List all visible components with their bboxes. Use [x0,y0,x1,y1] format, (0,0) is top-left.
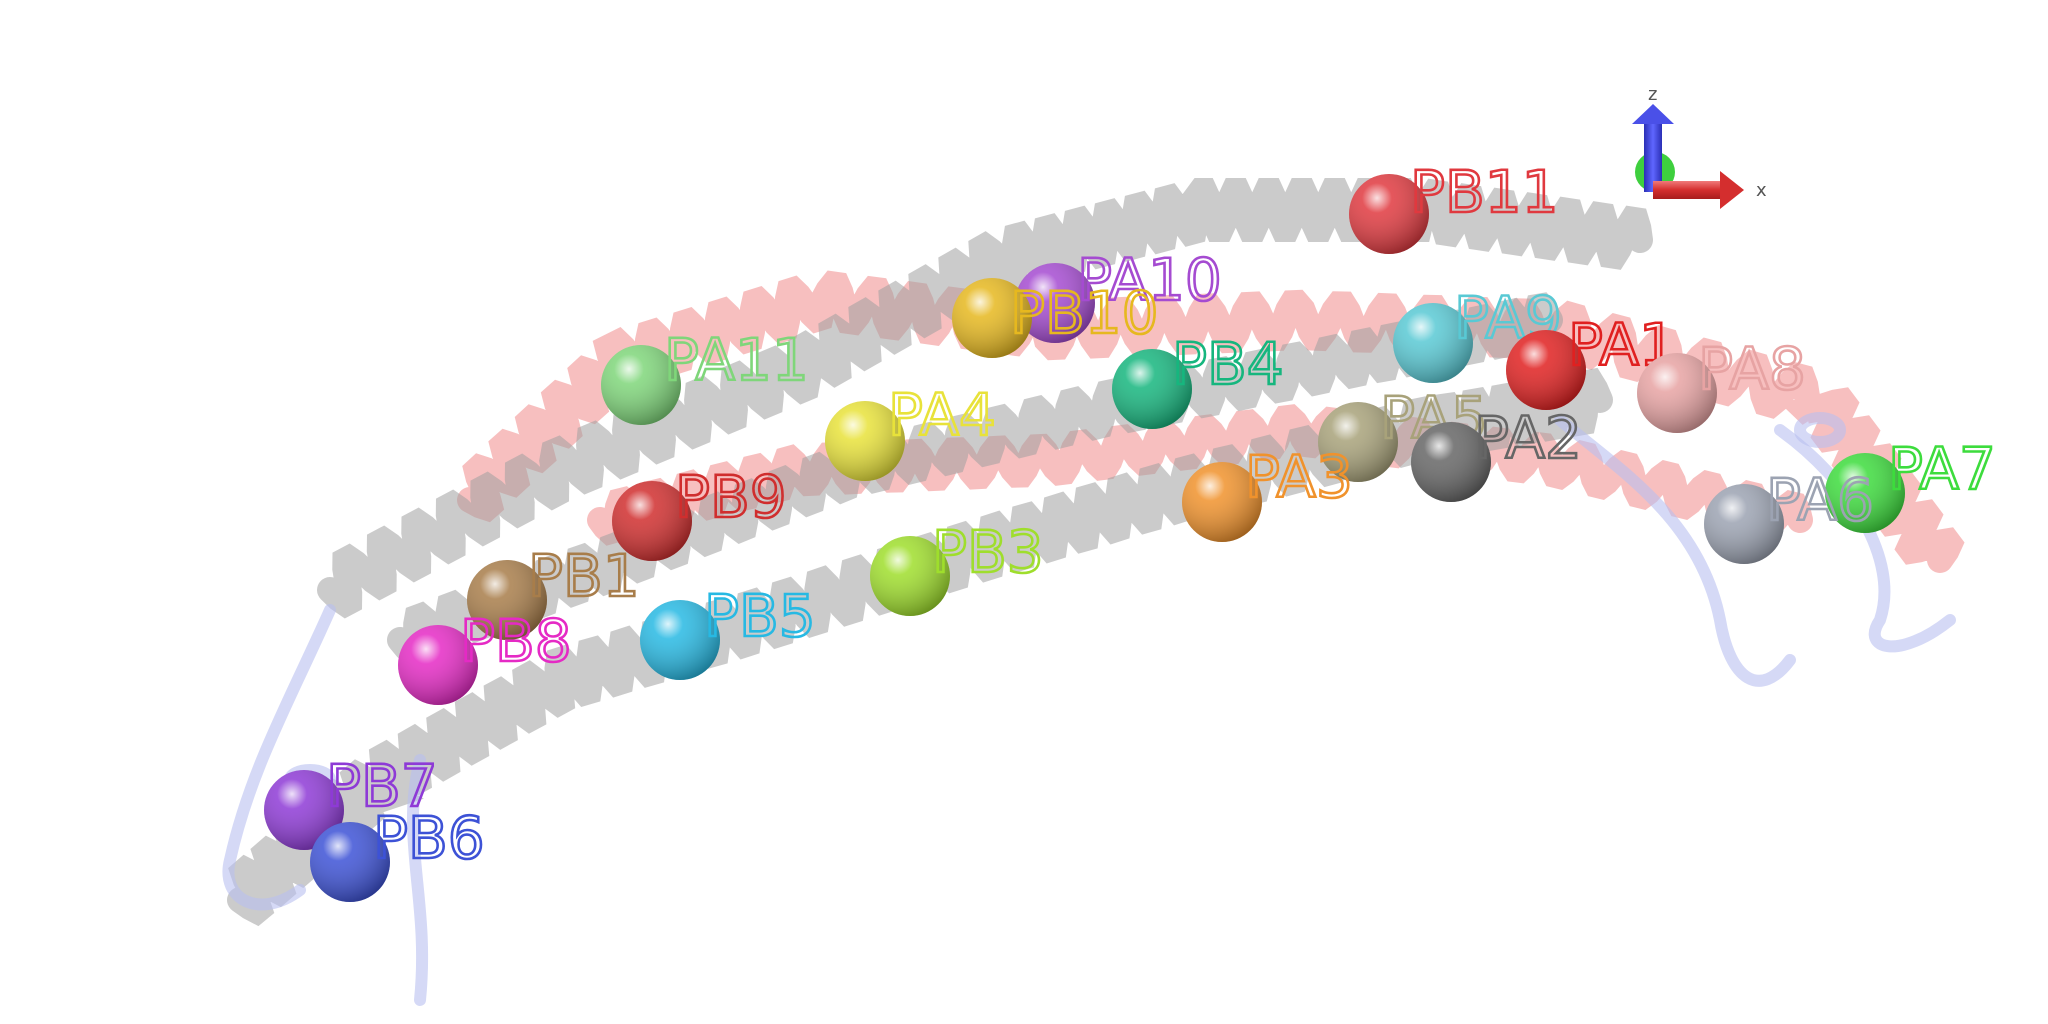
bead-shading [1637,353,1717,433]
bead-label: PA3 [1245,443,1353,511]
bead-pb11[interactable]: PB11 [1349,157,1560,254]
bead-label: PB8 [460,607,572,675]
red-helix-coil [457,270,1965,573]
bead-label: PB4 [1172,330,1284,398]
bead-label: PA4 [888,381,996,449]
bead-shading [825,401,905,481]
bead-shading [952,278,1032,358]
bead-label: PA8 [1698,335,1806,403]
bead-pb7[interactable]: PB7 [264,751,439,850]
bead-pb4[interactable]: PB4 [1112,329,1285,429]
bead-pa10[interactable]: PA10 [1015,245,1223,343]
bead-pa3[interactable]: PA3 [1182,442,1354,542]
bead-shading [601,345,681,425]
bead-pb6[interactable]: PB6 [310,803,486,902]
bead-shading [264,770,344,850]
bead-shading [1506,330,1586,410]
bead-label: PA11 [664,326,809,394]
bead-shading [467,560,547,640]
bead-pa4[interactable]: PA4 [825,380,997,481]
bead-shading [1182,462,1262,542]
bead-pa7[interactable]: PA7 [1825,434,1997,533]
bead-pb5[interactable]: PB5 [640,581,817,680]
bead-pa6[interactable]: PA6 [1704,465,1875,564]
x-axis-arrow-icon [1653,171,1744,209]
bead-shading [640,600,720,680]
bead-shading [612,481,692,561]
bead-label: PB3 [932,518,1044,586]
bead-label: PB7 [326,752,438,820]
bead-label: PB11 [1410,158,1559,226]
gray-helix-coil-mid [387,292,1563,667]
bead-label: PB5 [704,582,816,650]
bead-label: PA2 [1474,404,1582,472]
z-axis-arrow-icon [1632,104,1674,192]
bead-pa9[interactable]: PA9 [1393,283,1563,383]
bead-pb1[interactable]: PB1 [467,541,641,640]
bead-shading [870,536,950,616]
bead-shading [1393,303,1473,383]
bead-pb3[interactable]: PB3 [870,517,1045,616]
bead-label: PA6 [1766,466,1874,534]
bead-shading [1015,263,1095,343]
bead-shading [310,822,390,902]
bead-shading [1349,174,1429,254]
bead-shading [1825,453,1905,533]
red-helix-coil-back [587,404,1813,546]
bead-pa2[interactable]: PA2 [1411,403,1583,502]
blue-domain-loops [222,414,1956,1006]
bead-pa11[interactable]: PA11 [601,325,810,425]
orientation-axes: z x [1632,84,1767,209]
bead-shading [1112,349,1192,429]
bead-label: PB1 [528,542,640,610]
z-axis-label: z [1648,84,1657,105]
bead-pb9[interactable]: PB9 [612,462,788,561]
bead-label: PB6 [373,804,485,872]
bead-label: PA7 [1888,435,1996,503]
helix-red [457,270,1965,573]
bead-label: PB9 [675,463,787,531]
bead-shading [1411,422,1491,502]
bead-pb10[interactable]: PB10 [952,278,1160,358]
bead-label: PB10 [1010,279,1159,347]
bead-pb8[interactable]: PB8 [398,606,573,705]
bead-pa8[interactable]: PA8 [1637,334,1807,433]
bead-label: PA10 [1077,246,1222,314]
bead-shading [1704,484,1784,564]
x-axis-label: x [1756,180,1767,201]
bead-shading [398,625,478,705]
protein-backbone [222,178,1965,1006]
bead-shading [1318,402,1398,482]
